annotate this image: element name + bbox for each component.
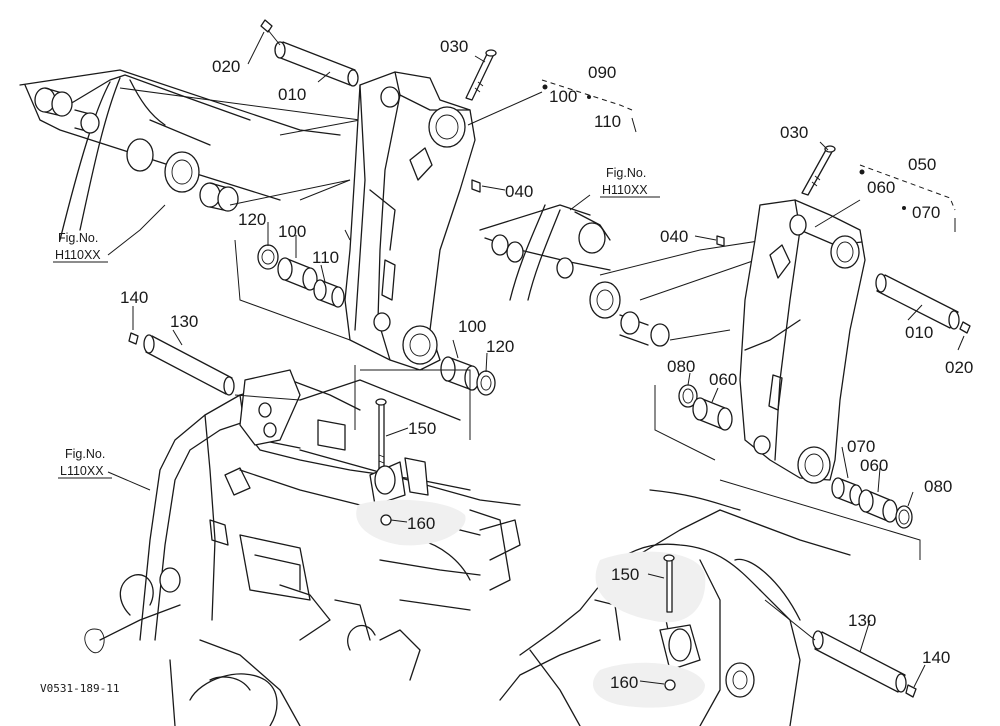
part-number-label: 100 [458,317,486,336]
figure-ref-code: L110XX [60,464,104,478]
figure-ref-label: Fig.No. [58,231,98,245]
part-number-label: 010 [905,323,933,342]
center-boom-drawing [479,204,771,347]
grease-nipple-140-right [905,684,917,698]
part-number-label: 130 [170,312,198,331]
bolt-150-left [375,398,387,471]
right-arm-bracket [739,199,866,484]
support-bracket-left [369,461,406,506]
part-number-label: 150 [611,565,639,584]
part-number-label: 090 [588,63,616,82]
nut-040-right [716,235,725,247]
bushing-set-right-upper [678,384,733,431]
main-frame-left [84,369,521,726]
bushing-set-left-upper [257,244,345,308]
part-number-label: 010 [278,85,306,104]
part-number-label: 060 [709,370,737,389]
figure-ref-code: H110XX [55,248,101,262]
callout-150-right [595,551,706,623]
bushing-set-left-lower [440,356,496,396]
grease-nipple-020-left [260,19,281,46]
grease-nipple-140-left [128,332,139,345]
left-boom-drawing [19,69,361,241]
part-number-label: 080 [667,357,695,376]
part-number-label: 040 [505,182,533,201]
grease-nipple-020-right [959,321,971,334]
callout-160-left [356,499,466,546]
part-number-label: 110 [312,248,339,267]
callout-160-right [592,662,705,708]
part-number-label: 070 [847,437,875,456]
part-number-label: 110 [594,112,621,131]
main-frame-right [499,489,851,726]
figure-ref-code: H110XX [602,183,648,197]
bushing-set-right-lower [831,477,913,529]
pin-010-right [875,273,960,330]
part-number-label: 120 [486,337,514,356]
part-number-label: 120 [238,210,266,229]
part-number-label: 020 [212,57,240,76]
part-number-label: 100 [549,87,577,106]
part-number-label: 030 [440,37,468,56]
part-number-label: 150 [408,419,436,438]
figure-ref-label: Fig.No. [65,447,105,461]
part-number-label: 140 [922,648,950,667]
part-number-label: 060 [860,456,888,475]
part-number-label: 140 [120,288,148,307]
part-number-label: 060 [867,178,895,197]
part-number-label: 050 [908,155,936,174]
pin-130-left [143,334,235,396]
pin-130-right [812,630,907,693]
part-number-label: 160 [407,514,435,533]
figure-ref-label: Fig.No. [606,166,646,180]
part-number-label: 070 [912,203,940,222]
drawing-code: V0531-189-11 [40,682,119,695]
bolt-030-left [465,49,497,101]
part-number-label: 130 [848,611,876,630]
bolt-030-right [801,145,836,196]
pin-010-left [274,41,359,87]
left-arm-bracket [344,71,476,371]
part-number-label: 100 [278,222,306,241]
nut-040-left [471,179,481,193]
part-number-label: 160 [610,673,638,692]
part-number-label: 040 [660,227,688,246]
part-number-label: 020 [945,358,973,377]
part-number-label: 030 [780,123,808,142]
part-number-label: 080 [924,477,952,496]
